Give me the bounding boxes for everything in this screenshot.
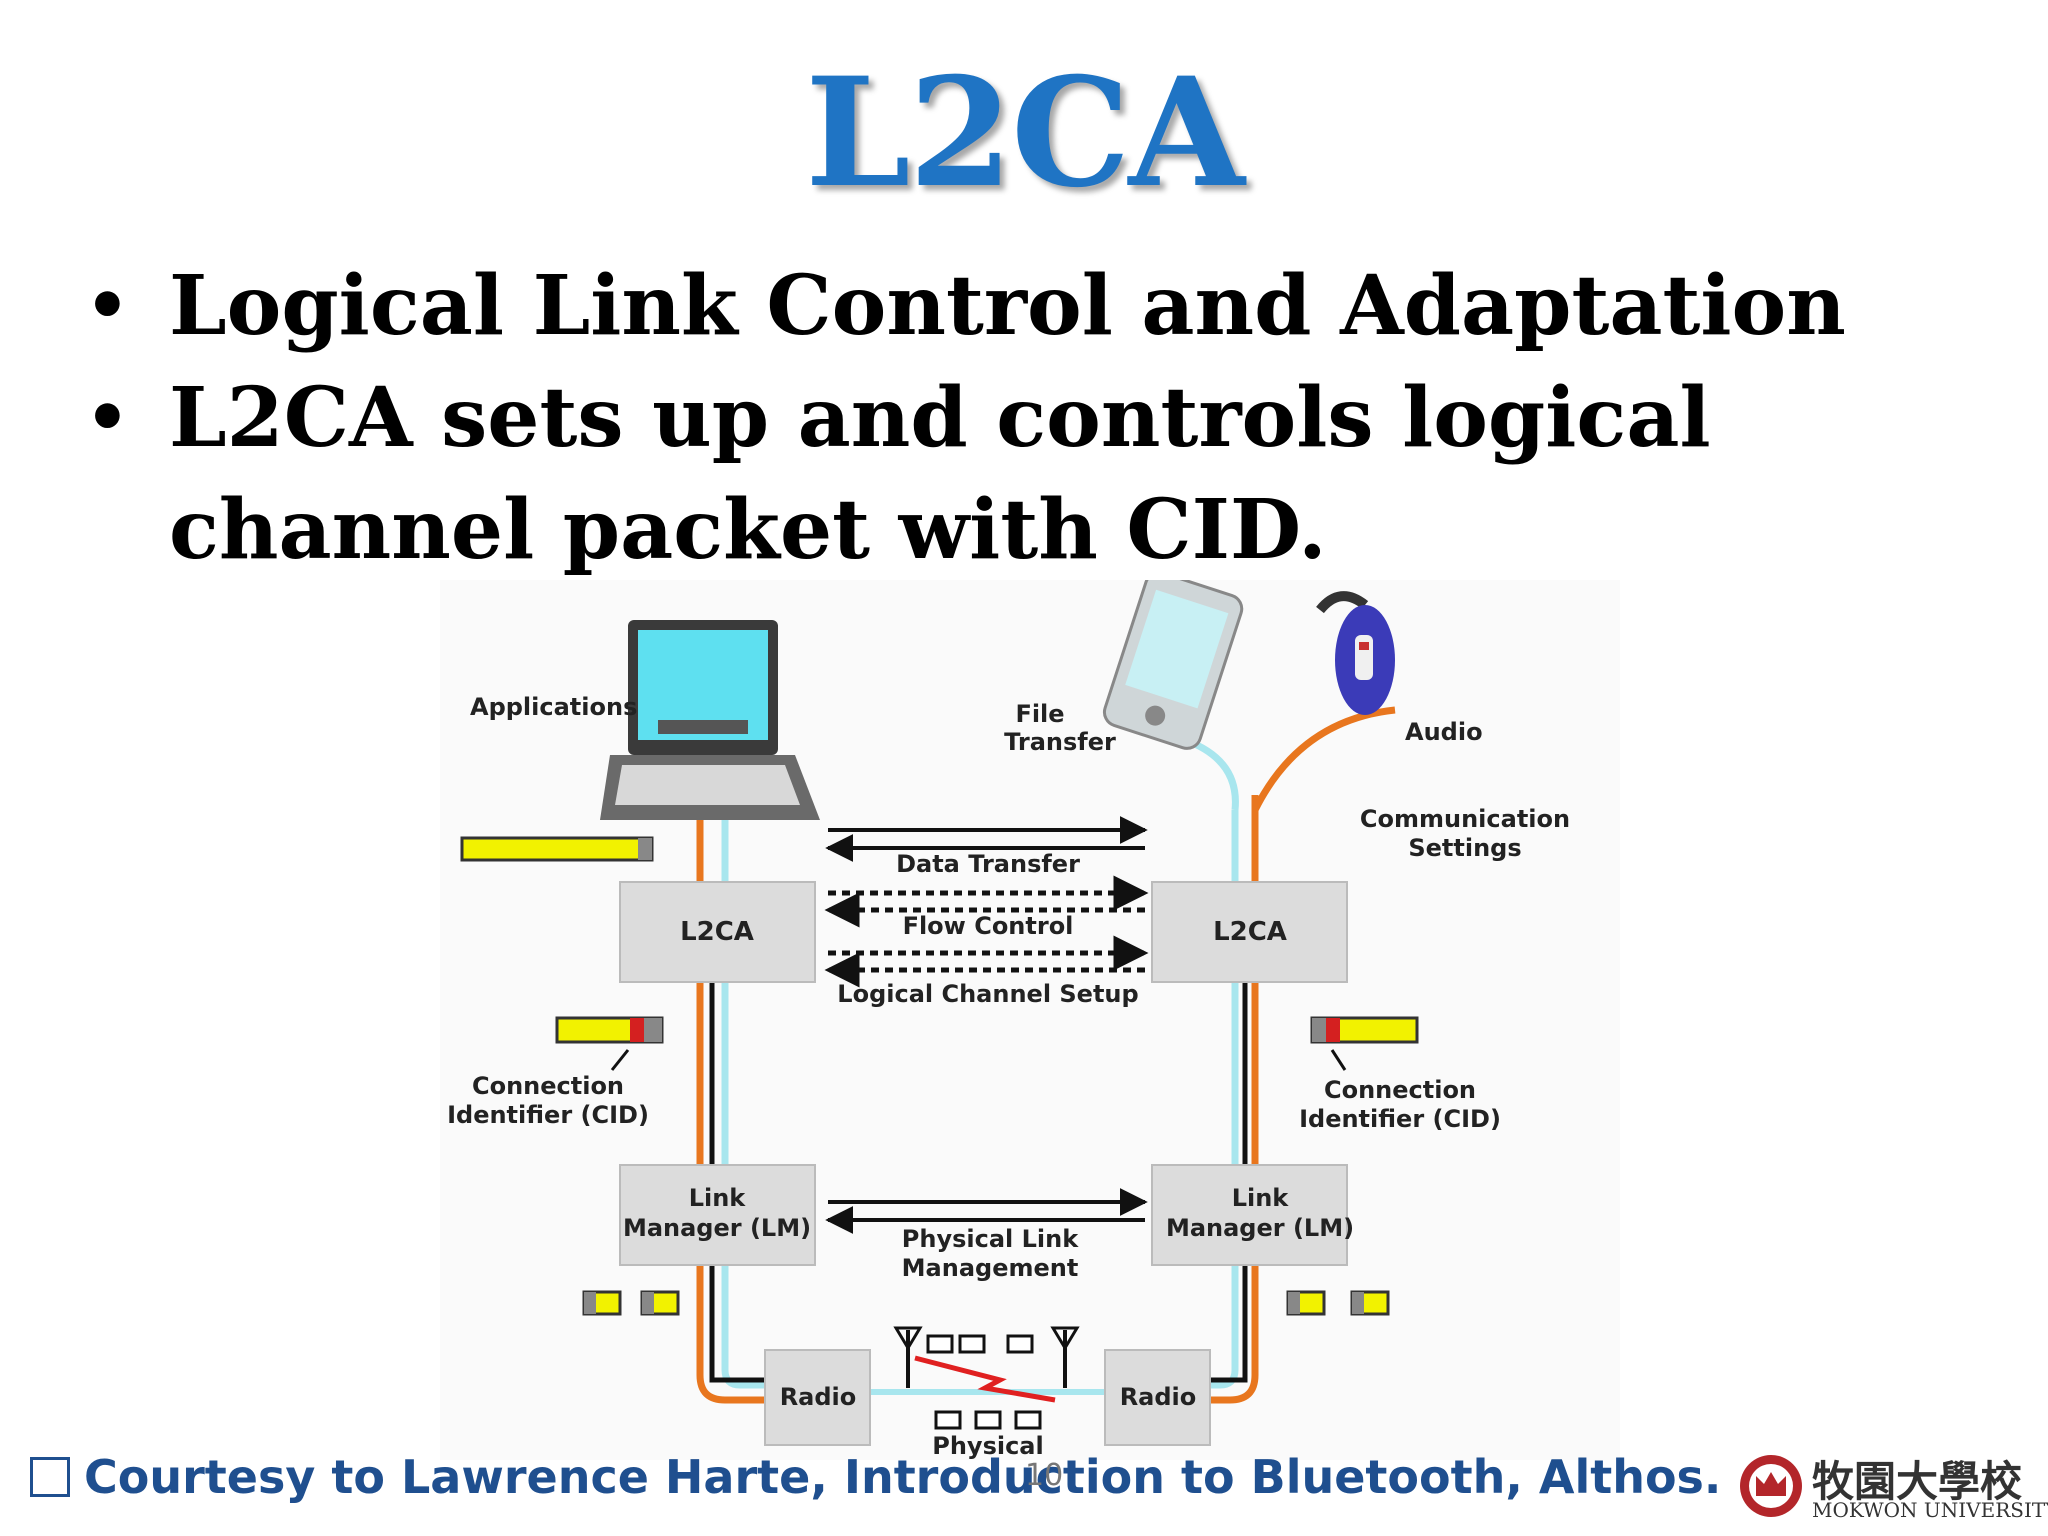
headset-icon [1316,591,1395,715]
lm-right-label-line2: Manager (LM) [1166,1214,1354,1242]
lm-packets-right-icon [1286,1290,1390,1316]
bullet-text: Logical Link Control and Adaptation [169,258,1846,354]
cid-right-label-line1: Connection [1324,1076,1476,1104]
applications-label: Applications [470,693,637,721]
laptop-icon [600,620,820,820]
lm-arrows [825,1188,1148,1234]
footer-credit: Courtesy to Lawrence Harte, Introduction… [30,1450,1721,1504]
logo-english-text: MOKWON UNIVERSITY [1812,1498,2048,1522]
link-manager-left-box: Link Manager (LM) [619,1164,816,1266]
l2ca-arrows [824,816,1149,988]
slide-title: L2CA [805,45,1245,221]
physical-link-label-line1: Physical Link [902,1225,1079,1253]
checkbox-square-icon [30,1457,70,1497]
logo-chinese-text: 牧園大學校 [1812,1457,2023,1506]
l2ca-diagram: Applications File Transfer Audio Communi… [440,580,1620,1460]
air-packets-icon [926,1334,1042,1430]
cid-right-label-line2: Identifier (CID) [1299,1105,1501,1133]
l2ca-left-label: L2CA [680,917,754,947]
radio-right-label: Radio [1120,1383,1197,1411]
lm-packets-left-icon [582,1290,680,1316]
comm-settings-label-line1: Communication [1360,805,1570,833]
lm-left-label-line1: Link [689,1184,747,1212]
physical-link-label-line2: Management [902,1254,1079,1282]
cid-packet-right-icon [1310,1016,1419,1071]
footer-text: Courtesy to Lawrence Harte, Introduction… [84,1450,1722,1504]
radio-left-box: Radio [764,1349,871,1446]
page-number: 10 [1025,1458,1064,1493]
bullet-dot-icon: • [85,376,130,459]
data-packet-icon [460,836,654,862]
cid-left-label-line1: Connection [472,1072,624,1100]
pda-icon [1102,580,1244,750]
bullet-item: • L2CA sets up and controls logical chan… [85,362,1935,586]
l2ca-right-box: L2CA [1151,881,1348,983]
cid-left-label-line2: Identifier (CID) [447,1101,649,1129]
flow-control-label: Flow Control [903,912,1074,940]
antenna-left-icon [893,1326,923,1388]
lm-right-label-line1: Link [1232,1184,1290,1212]
radio-right-box: Radio [1104,1349,1211,1446]
university-logo: 牧園大學校 MOKWON UNIVERSITY [1738,1448,2048,1524]
comm-settings-label-line2: Settings [1408,834,1521,862]
file-transfer-label-line2: Transfer [1004,728,1116,756]
bullet-dot-icon: • [85,264,130,347]
l2ca-right-label: L2CA [1213,917,1287,947]
lm-left-label-line2: Manager (LM) [623,1214,811,1242]
bullet-item: • Logical Link Control and Adaptation [85,250,1935,362]
link-manager-right-box: Link Manager (LM) [1151,1164,1354,1266]
bullet-list: • Logical Link Control and Adaptation • … [85,250,1935,586]
bullet-text: L2CA sets up and controls logical channe… [169,370,1711,578]
audio-label: Audio [1405,718,1483,746]
university-emblem-icon [1740,1455,1802,1517]
data-transfer-label: Data Transfer [896,850,1080,878]
radio-link-bolt-icon [914,1355,1056,1403]
l2ca-left-box: L2CA [619,881,816,983]
logical-channel-setup-label: Logical Channel Setup [837,980,1138,1008]
file-transfer-label-line1: File [1015,700,1064,728]
physical-label: Physical [932,1432,1043,1460]
antenna-right-icon [1050,1326,1080,1388]
radio-left-label: Radio [780,1383,857,1411]
cid-packet-left-icon [555,1016,664,1071]
